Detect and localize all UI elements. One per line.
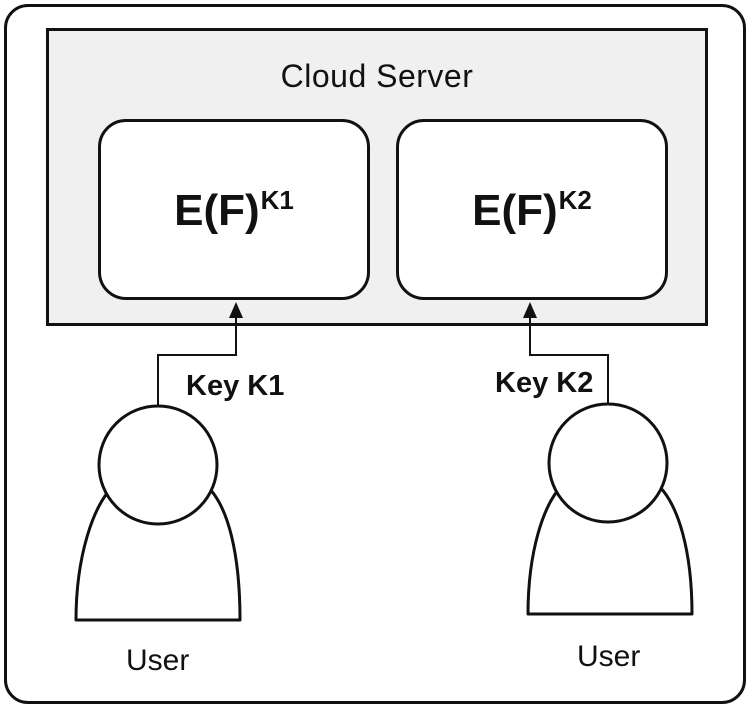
encrypted-file-k1-box: E(F)K1 [98, 119, 370, 300]
encrypted-file-k1-base: E(F) [174, 185, 260, 235]
encrypted-file-k2-box: E(F)K2 [396, 119, 668, 300]
cloud-server-title: Cloud Server [280, 58, 474, 94]
key-k2-label: Key K2 [495, 367, 594, 399]
key-k1-label: Key K1 [186, 370, 285, 402]
encrypted-file-k1-label: E(F)K1 [174, 187, 294, 233]
encrypted-file-k2-base: E(F) [472, 185, 558, 235]
encrypted-file-k2-key: K2 [558, 184, 592, 215]
encrypted-file-k2-label: E(F)K2 [472, 187, 592, 233]
user-left-label: User [126, 644, 190, 677]
encrypted-file-k1-key: K1 [260, 184, 294, 215]
user-right-label: User [577, 640, 641, 673]
